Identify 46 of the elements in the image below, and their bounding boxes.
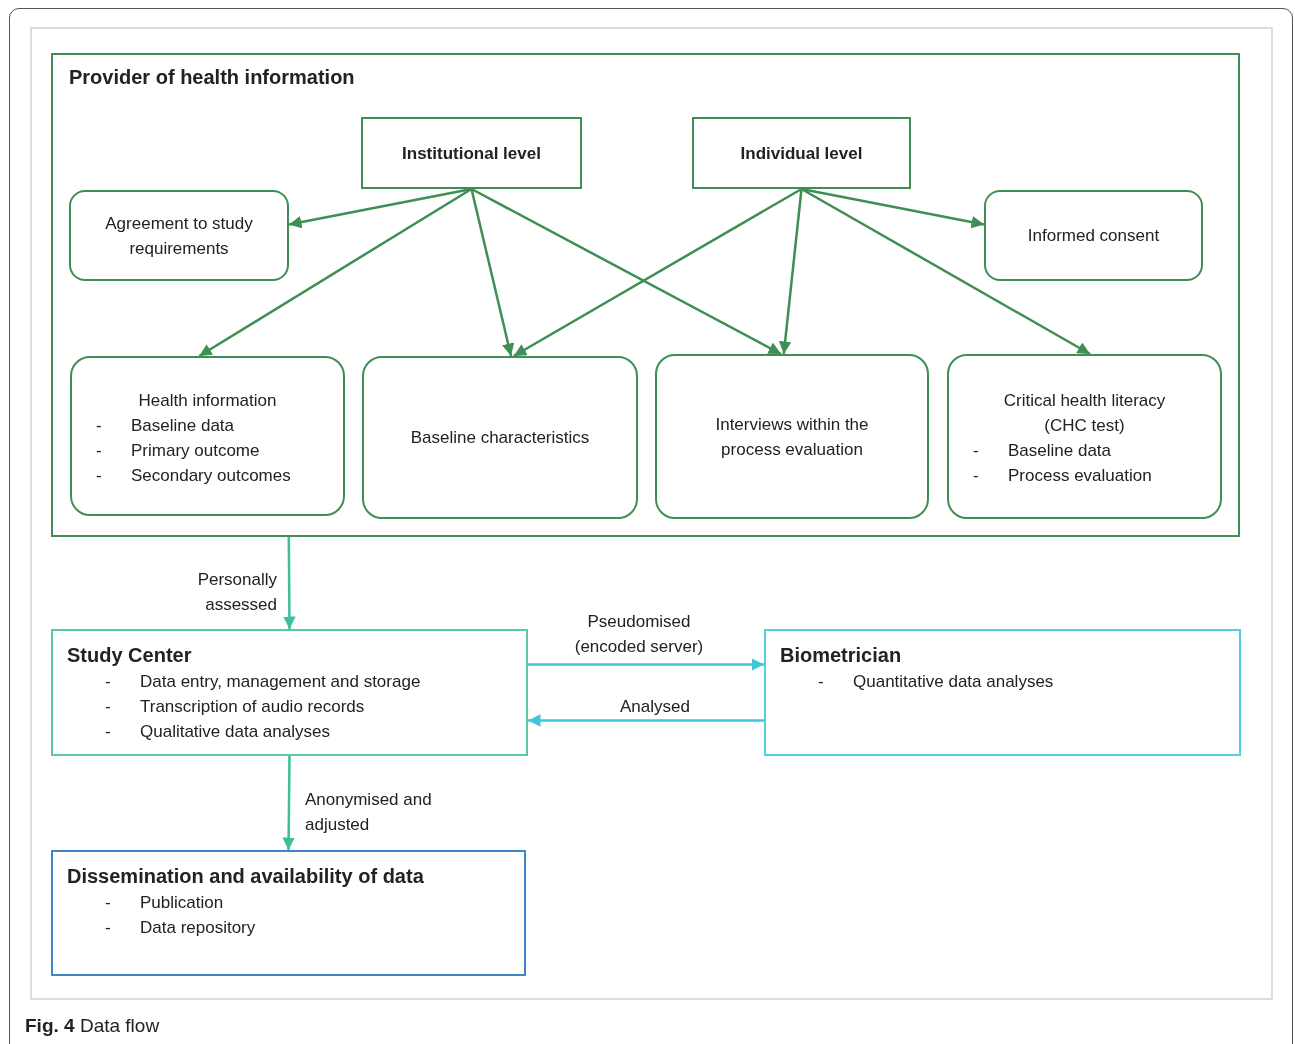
arrow: [198, 187, 473, 358]
list-item: - Quantitative data analyses: [818, 671, 1054, 693]
list-item: - Secondary outcomes: [96, 465, 291, 487]
box-title: Study Center: [67, 643, 193, 668]
process-box: [655, 354, 929, 519]
box-title: Critical health literacy (CHC test): [1002, 390, 1167, 437]
process-box: [692, 117, 911, 189]
list-item: - Data entry, management and storage: [105, 671, 421, 693]
arrow: [283, 537, 296, 629]
list-item: - Baseline data: [96, 415, 235, 437]
arrow: [513, 187, 803, 358]
box-title: Provider of health information: [69, 65, 356, 90]
process-box: [984, 190, 1203, 281]
process-box: [764, 629, 1241, 756]
arrow: [282, 756, 295, 850]
process-box: [69, 190, 289, 281]
process-box: [51, 850, 526, 976]
list-item: - Qualitative data analyses: [105, 721, 330, 743]
arrow: [528, 714, 764, 727]
box-title: Health information: [137, 390, 278, 412]
list-item: - Data repository: [105, 917, 256, 939]
group-box: [51, 53, 1240, 537]
arrow: [528, 658, 764, 671]
list-item: - Transcription of audio records: [105, 696, 365, 718]
process-box: [362, 356, 638, 519]
process-box: [947, 354, 1222, 519]
box-label: Agreement to study requirements: [104, 212, 254, 260]
process-box: [70, 356, 345, 516]
list-item: - Primary outcome: [96, 440, 260, 462]
arrow: [778, 188, 803, 355]
list-item: - Process evaluation: [973, 465, 1152, 487]
box-label: Interviews within the process evaluation: [714, 413, 870, 461]
box-label: Institutional level: [401, 142, 542, 165]
arrow: [800, 187, 1091, 356]
arrow: [470, 188, 515, 357]
figure-caption: Fig. 4 Data flow: [25, 1015, 160, 1037]
list-item: - Publication: [105, 892, 224, 914]
process-box: [51, 629, 528, 756]
box-title: Biometrician: [780, 643, 903, 668]
box-label: Informed consent: [1026, 225, 1161, 247]
box-title: Dissemination and availability of data: [67, 864, 425, 889]
box-label: Baseline characteristics: [409, 427, 591, 449]
arrow: [470, 187, 782, 356]
box-label: Individual level: [739, 142, 864, 165]
process-box: [361, 117, 582, 189]
list-item: - Baseline data: [973, 440, 1112, 462]
